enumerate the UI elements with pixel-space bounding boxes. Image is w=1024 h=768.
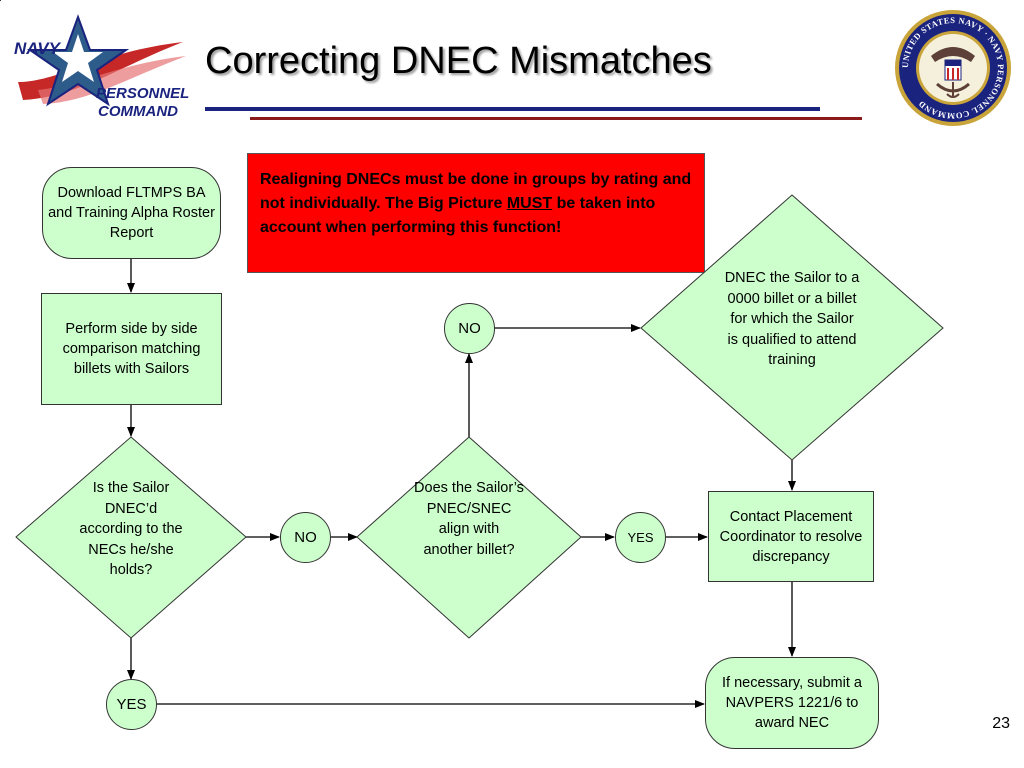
decision-dnecd-shape (15, 436, 247, 639)
decision-pnec-shape (356, 436, 582, 639)
contact-placement-coordinator-step: Contact Placement Coordinator to resolve… (708, 491, 874, 582)
callout-emphasis: MUST (506, 195, 553, 212)
page-number: 23 (992, 715, 1010, 732)
decision-dnecd-label: Is the Sailor DNEC’d according to the NE… (79, 480, 183, 578)
logo-word-navy: NAVY (14, 39, 62, 58)
no-circle-left: NO (280, 512, 331, 563)
decision-pnec-label: Does the Sailor’s PNEC/SNEC align with a… (414, 480, 524, 558)
callout-text-start: Realigning DNECs must be done in groups … (260, 171, 692, 212)
dnec-billet-label: DNEC the Sailor to a 0000 billet or a bi… (724, 270, 860, 368)
download-report-step: Download FLTMPS BA and Training Alpha Ro… (42, 167, 221, 259)
title-rule-red (250, 117, 862, 120)
dnec-billet-shape (640, 194, 944, 461)
realigning-warning-callout: Realigning DNECs must be done in groups … (247, 153, 705, 273)
navy-seal-icon: UNITED STATES NAVY · NAVY PERSONNEL COMM… (893, 8, 1013, 128)
side-by-side-comparison-step: Perform side by side comparison matching… (41, 293, 222, 405)
logo-word-command: COMMAND (98, 103, 178, 120)
yes-circle-bottom: YES (106, 679, 157, 730)
yes-circle-right: YES (615, 512, 666, 563)
logo-word-personnel: PERSONNEL (96, 85, 189, 102)
callout-text-end: be taken into account when performing th… (260, 195, 656, 236)
submit-navpers-step: If necessary, submit a NAVPERS 1221/6 to… (705, 657, 879, 749)
no-circle-top: NO (444, 303, 495, 354)
page-title: Correcting DNEC Mismatches (205, 40, 712, 82)
title-rule-blue (205, 107, 820, 111)
navy-personnel-command-logo: NAVY PERSONNEL COMMAND (8, 12, 193, 122)
